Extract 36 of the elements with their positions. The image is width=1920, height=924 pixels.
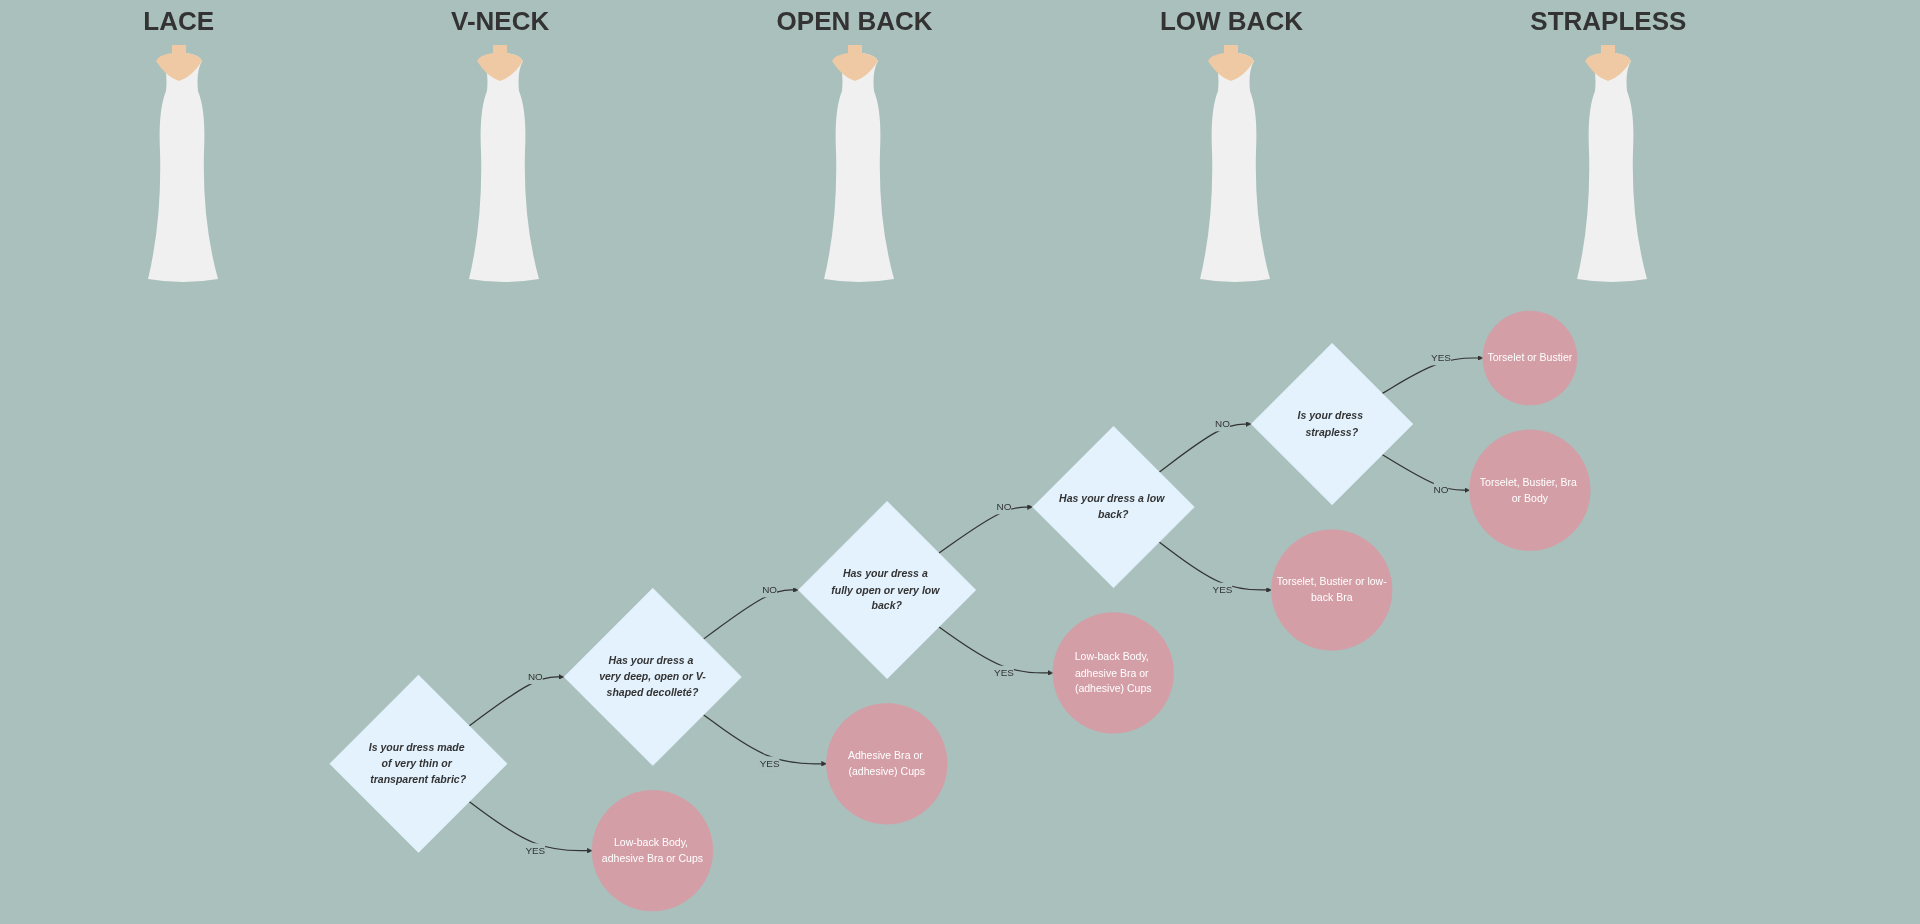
node-circle: Torselet, Bustier, Bra or Body <box>1469 429 1591 551</box>
edge-label: YES <box>525 845 546 856</box>
arrow <box>468 674 565 727</box>
edge-label: YES <box>1212 584 1233 595</box>
arrow <box>702 587 799 640</box>
edge-label: YES <box>1431 352 1451 363</box>
arrow <box>1381 355 1484 395</box>
node-diamond: Has your dress a low back? <box>1032 425 1195 589</box>
arrow <box>468 800 593 854</box>
edge-label: NO <box>1215 418 1230 430</box>
arrow <box>938 626 1054 676</box>
node-diamond: Is your dress strapless? <box>1250 343 1414 506</box>
arrow <box>702 714 827 767</box>
node-circle: Torselet or Bustier <box>1482 310 1578 406</box>
arrow <box>1158 541 1272 593</box>
arrow <box>1158 421 1252 473</box>
dress-heading: LOW BACK <box>1159 6 1303 37</box>
dress-heading: OPEN BACK <box>776 6 933 37</box>
edge-label: NO <box>527 671 543 682</box>
node-diamond: Has your dress a very deep, open or V-shaped decolleté? <box>563 587 742 766</box>
arrow <box>938 504 1033 554</box>
dress-heading: V-NECK <box>451 6 550 37</box>
node-circle: Adhesive Bra or (adhesive) Cups <box>826 703 948 825</box>
edge-label: NO <box>996 501 1012 512</box>
node-diamond: Is your dress made of very thin or transparent fabric? <box>329 674 508 853</box>
node-circle: Low-back Body, adhesive Bra or Cups <box>591 790 714 912</box>
edge-label: NO <box>1433 484 1449 496</box>
edge-label: YES <box>759 758 780 769</box>
arrow <box>1381 453 1470 493</box>
dress-heading: STRAPLESS <box>1530 6 1687 37</box>
node-circle: Low-back Body, adhesive Bra or (adhesive) Cups <box>1052 612 1174 734</box>
node-diamond: Has your dress a fully open or very low back? <box>798 501 977 679</box>
edge-label: YES <box>994 667 1014 678</box>
node-circle: Torselet, Bustier or low-back Bra <box>1271 529 1393 651</box>
edge-label: NO <box>762 584 778 595</box>
dress-heading: LACE <box>143 6 215 37</box>
